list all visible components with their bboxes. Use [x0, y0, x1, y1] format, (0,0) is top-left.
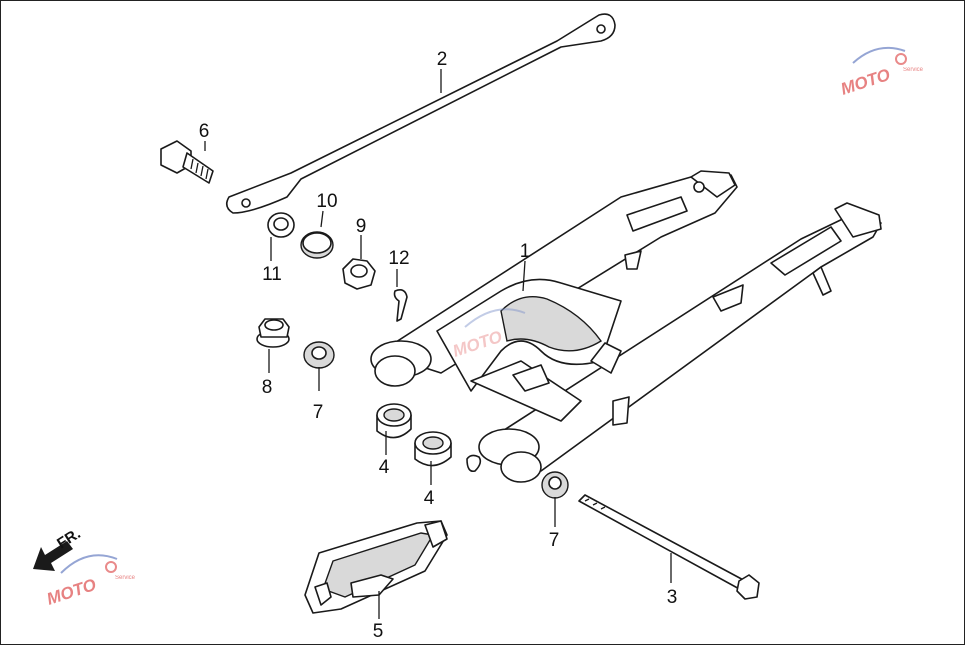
- callout-7a: 7: [313, 402, 324, 423]
- callout-4b: 4: [424, 488, 435, 509]
- watermark-logo-text: MOTO: [44, 575, 98, 609]
- part-2-torque-link: [225, 13, 616, 214]
- front-arrow-icon: [33, 541, 73, 571]
- callout-11: 11: [262, 264, 282, 285]
- watermark-logo-text: MOTO: [838, 65, 892, 99]
- part-10-washer: [300, 231, 334, 259]
- front-direction-indicator: FR.: [33, 525, 84, 571]
- callout-3: 3: [667, 587, 678, 608]
- callout-9: 9: [356, 216, 367, 237]
- callout-1: 1: [520, 241, 531, 262]
- leader-lines: [204, 69, 672, 619]
- watermark-tagline: Service: [115, 575, 136, 581]
- callout-5: 5: [373, 621, 384, 642]
- watermark-logo-bottom-left: MOTO Service: [44, 554, 136, 609]
- part-11-spring-washer: [267, 212, 295, 238]
- part-5-chain-guard: [304, 520, 448, 614]
- part-6-bolt: [160, 140, 214, 184]
- part-4-bushing-lower: [414, 431, 452, 467]
- part-7-washer-left: [303, 341, 335, 369]
- part-7-washer-right: [541, 471, 569, 499]
- callout-numbers: 1 2 3 4 4 5 6 7 7 8 9 10 11 12: [199, 49, 678, 642]
- callout-10: 10: [316, 191, 337, 212]
- part-12-cotter-pin: [393, 289, 408, 322]
- callout-12: 12: [388, 248, 409, 269]
- callout-4a: 4: [379, 457, 390, 478]
- part-1-swingarm: [370, 170, 882, 483]
- part-8-flange-nut: [256, 318, 290, 348]
- part-9-nut: [342, 258, 376, 290]
- callout-7b: 7: [549, 530, 560, 551]
- part-4-bushing-upper: [376, 403, 412, 439]
- watermark-logo-top-right: MOTO Service: [838, 47, 924, 99]
- callout-6: 6: [199, 121, 210, 142]
- watermark-tagline: Service: [903, 67, 924, 73]
- callout-8: 8: [262, 377, 273, 398]
- part-3-pivot-axle: [578, 494, 760, 600]
- callout-2: 2: [437, 49, 448, 70]
